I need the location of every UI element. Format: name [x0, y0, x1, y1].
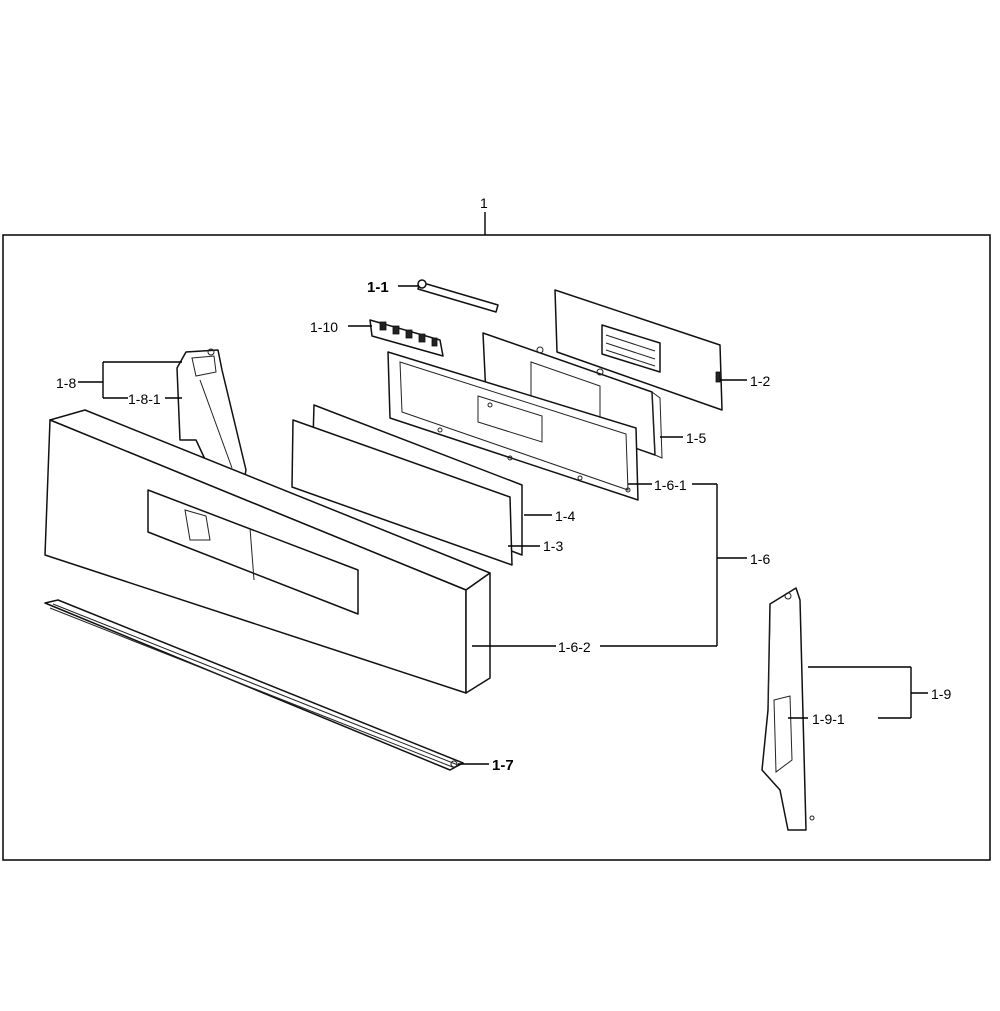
label-1-8: 1-8 — [56, 375, 76, 391]
label-1-5: 1-5 — [686, 430, 706, 446]
part-right-bracket — [761, 587, 815, 831]
label-1-3: 1-3 — [543, 538, 563, 554]
label-1-7: 1-7 — [492, 757, 514, 774]
label-1-4: 1-4 — [555, 508, 575, 524]
label-1-6: 1-6 — [750, 551, 770, 567]
part-control-board — [554, 289, 723, 411]
part-display-frame — [387, 351, 639, 501]
label-1-9: 1-9 — [931, 686, 951, 702]
label-1-9-1: 1-9-1 — [812, 711, 845, 727]
label-1-8-1: 1-8-1 — [128, 391, 161, 407]
part-front-panel — [44, 409, 491, 694]
leader-lines — [78, 285, 928, 765]
label-assembly: 1 — [480, 195, 488, 211]
assembly-frame — [2, 234, 991, 861]
label-1-10: 1-10 — [310, 319, 338, 335]
label-1-1: 1-1 — [367, 279, 389, 296]
part-key-strip — [369, 319, 444, 357]
part-trim-strip — [44, 599, 464, 771]
label-1-2: 1-2 — [750, 373, 770, 389]
part-glass-front — [291, 419, 513, 566]
part-rod — [417, 279, 499, 313]
label-1-6-2: 1-6-2 — [558, 639, 591, 655]
label-1-6-1: 1-6-1 — [654, 477, 687, 493]
